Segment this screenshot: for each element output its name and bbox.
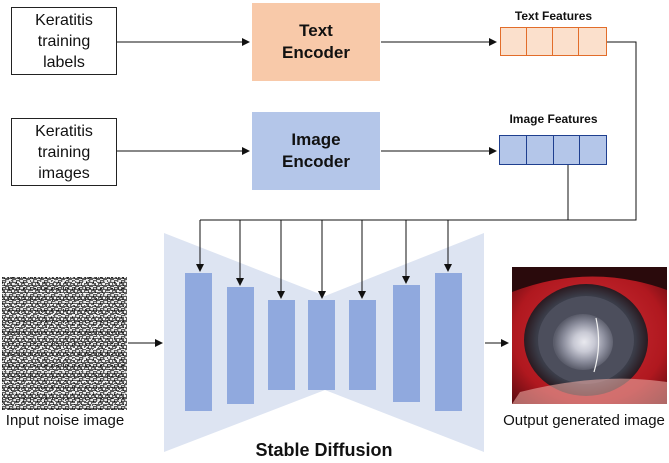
text-feature-cell [526, 27, 554, 56]
unet-block-4 [308, 300, 335, 390]
image-feature-cell [499, 135, 528, 165]
keratitis-training-labels-box: Keratitis training labels [11, 7, 117, 75]
keratitis-training-images-box: Keratitis training images [11, 118, 117, 186]
text-features-route [568, 41, 637, 221]
image-feature-cell [579, 135, 607, 165]
output-generated-caption: Output generated image [503, 412, 665, 429]
image-feature-cell [553, 135, 581, 165]
output-generated-image [512, 267, 667, 404]
input-noise-caption: Input noise image [5, 412, 125, 429]
unet-block-2 [227, 287, 254, 404]
image-features-label: Image Features [509, 112, 598, 126]
image-feature-cell [526, 135, 555, 165]
text-feature-cell [578, 27, 607, 56]
unet-block-1 [185, 273, 212, 411]
stable-diffusion-title: Stable Diffusion [255, 440, 393, 460]
unet-block-7 [435, 273, 462, 411]
unet-block-5 [349, 300, 376, 390]
input-noise-image [2, 277, 127, 410]
image-encoder: Image Encoder [252, 112, 380, 190]
text-feature-cell [552, 27, 580, 56]
unet-block-3 [268, 300, 295, 390]
text-feature-cell [500, 27, 528, 56]
text-encoder: Text Encoder [252, 3, 380, 81]
text-features-label: Text Features [514, 9, 593, 23]
unet-block-6 [393, 285, 420, 402]
